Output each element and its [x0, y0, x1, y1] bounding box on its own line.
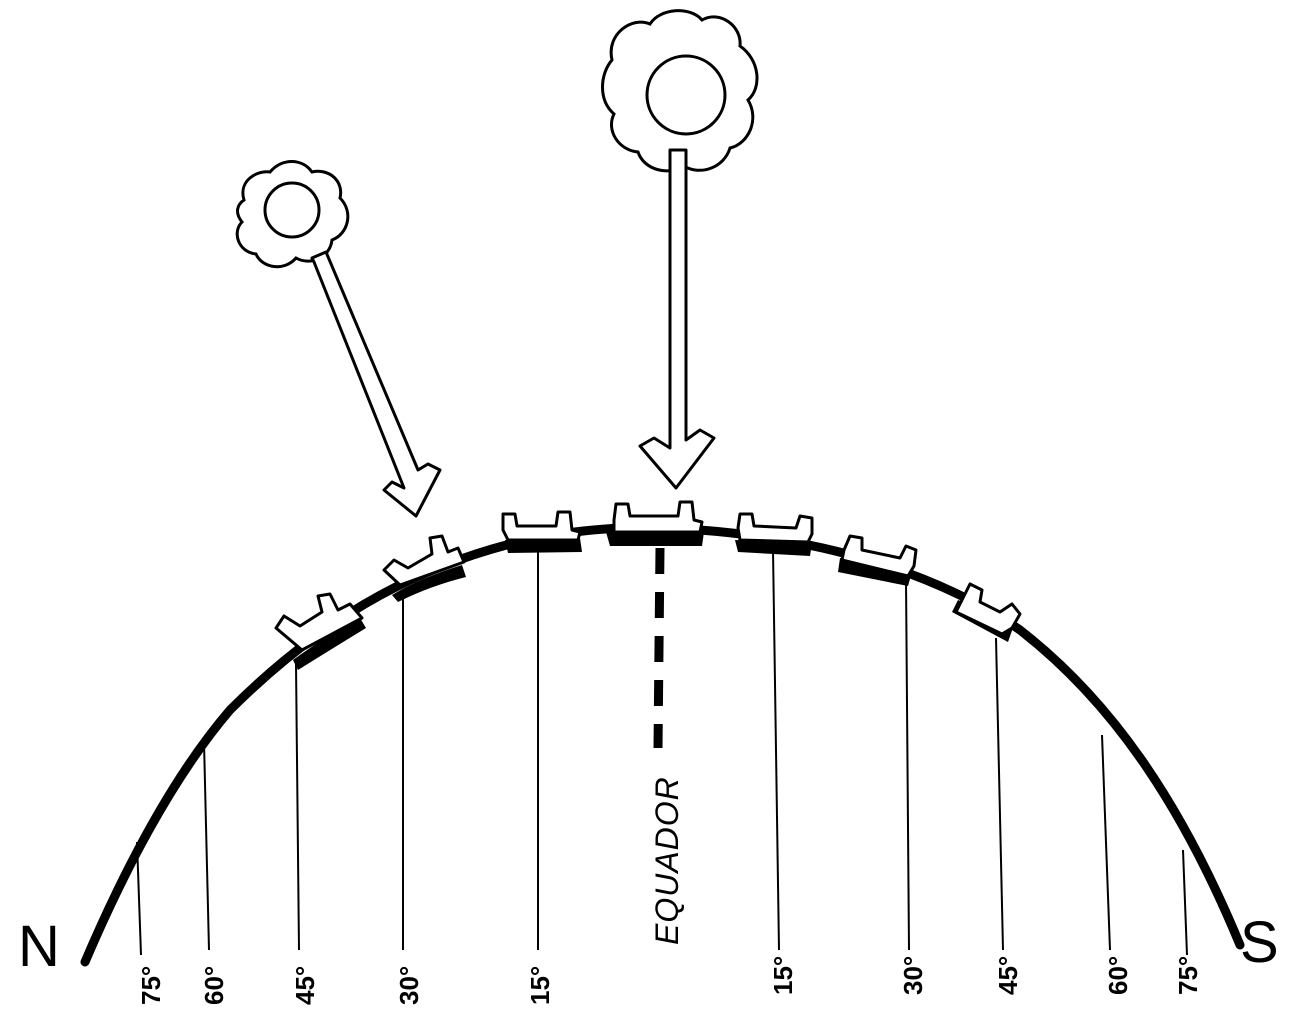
latitude-label: 45° [993, 956, 1023, 995]
pole-label-north: N [18, 914, 60, 979]
latitude-label: 75° [1173, 956, 1203, 995]
latitude-label: 60° [1103, 956, 1133, 995]
arrow-down-icon [638, 148, 716, 490]
arrow-down-icon [310, 250, 442, 518]
latitude-label: 60° [199, 966, 229, 1005]
panel-icon [382, 534, 466, 587]
lat-line-s15 [772, 549, 780, 951]
lat-line-s60 [1101, 734, 1111, 951]
latitude-label: 30° [394, 966, 424, 1005]
lat-line-s75 [1182, 849, 1188, 956]
latitude-label: 75° [136, 966, 166, 1005]
latitude-label: 15° [768, 956, 798, 995]
latitude-lines [136, 549, 1188, 956]
panel-icon [501, 510, 582, 542]
latitude-label: 45° [290, 966, 320, 1005]
pole-label-south: S [1240, 910, 1279, 975]
lat-line-s30 [905, 579, 910, 951]
sun-small-icon [235, 160, 350, 269]
panel-icon [274, 592, 364, 652]
equator-label: EQUADOR [649, 776, 685, 945]
panel-icon [840, 534, 918, 578]
lat-line-n75 [136, 841, 142, 956]
equator-line [653, 547, 665, 749]
panel-icon [736, 512, 814, 544]
latitude-label: 30° [898, 956, 928, 995]
latitude-label: 15° [525, 966, 555, 1005]
panel-icon [612, 500, 704, 534]
lat-line-n45 [295, 663, 300, 951]
lat-line-s45 [995, 637, 1004, 951]
sun-large-icon [601, 9, 759, 173]
solar-panels [274, 500, 1022, 652]
panel-icon [954, 582, 1022, 636]
lat-line-n60 [203, 741, 210, 951]
